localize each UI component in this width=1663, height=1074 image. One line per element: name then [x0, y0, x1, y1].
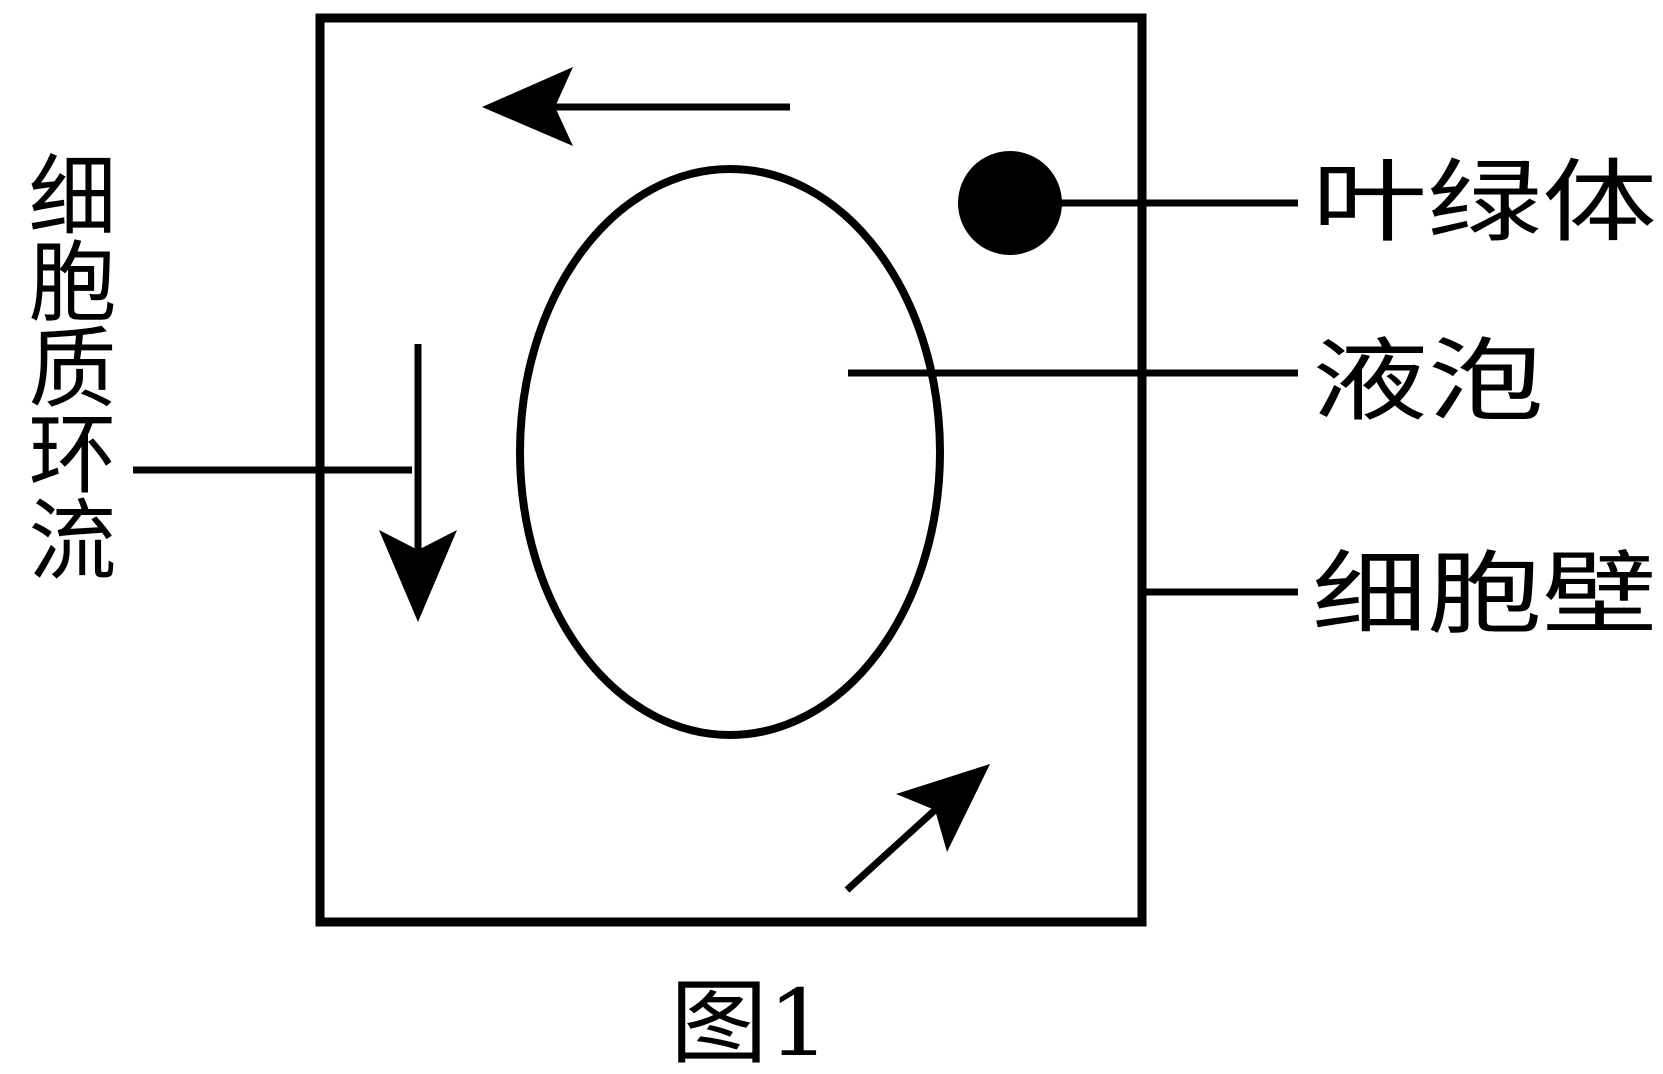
- streaming-arrow-up-right: [844, 764, 990, 893]
- chloroplast-label: 叶绿体: [1312, 150, 1657, 255]
- cell-wall-label: 细胞壁: [1312, 542, 1657, 647]
- cytoplasmic-streaming-label: 细胞质环流: [14, 150, 117, 580]
- vacuole-outline: [516, 165, 944, 739]
- streaming-arrow-down: [379, 344, 457, 622]
- figure-caption: 图1: [670, 970, 830, 1074]
- streaming-arrow-left: [482, 67, 790, 146]
- vacuole-label: 液泡: [1312, 329, 1544, 434]
